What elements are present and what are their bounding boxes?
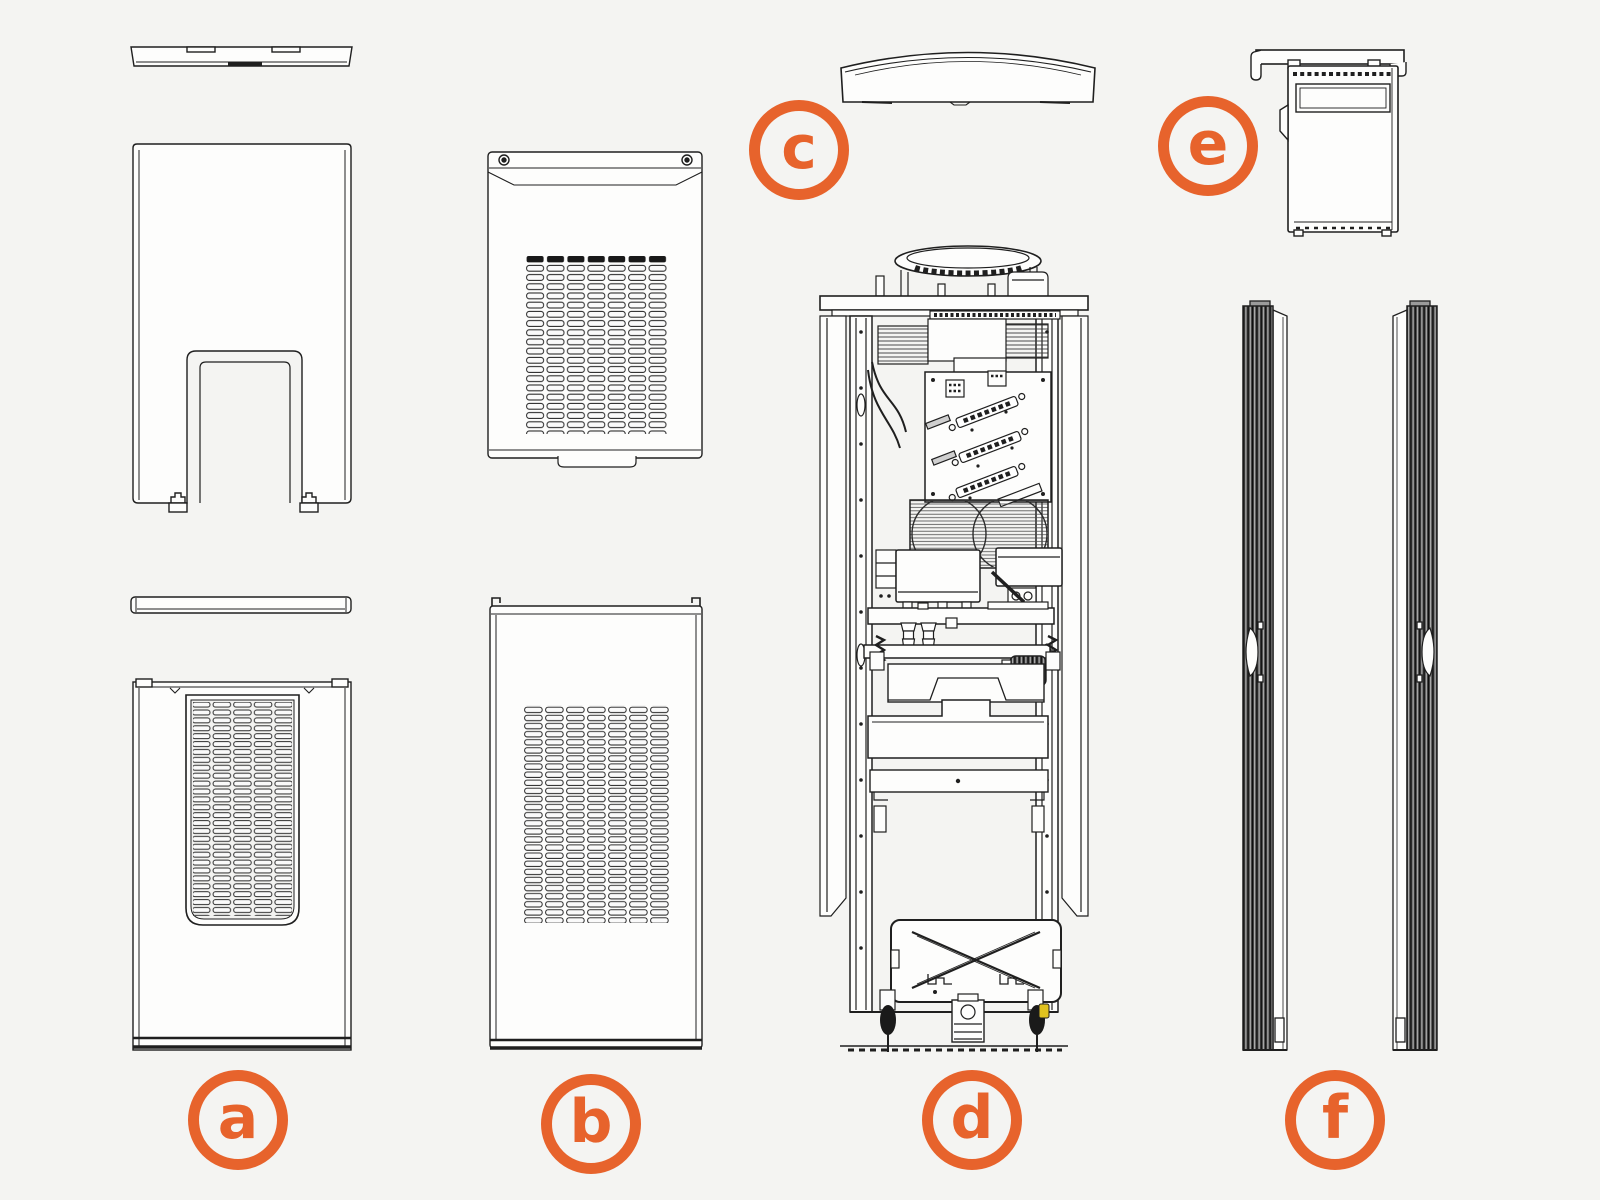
part-label-a: a	[188, 1070, 288, 1170]
part-label-c-text: c	[781, 113, 817, 183]
part-label-d-text: d	[950, 1083, 994, 1153]
part-f-left-side-rail	[1242, 300, 1288, 1051]
part-label-b: b	[541, 1074, 641, 1174]
part-a-top-trim-strip	[130, 46, 353, 67]
part-d-internal-chassis	[819, 245, 1089, 1052]
part-label-b-text: b	[569, 1087, 613, 1157]
chassis-frame	[819, 315, 1089, 1013]
part-e-bracket-box	[1250, 49, 1407, 237]
part-label-f: f	[1285, 1070, 1385, 1170]
part-label-e: e	[1158, 96, 1258, 196]
chassis-feet	[840, 989, 1068, 1052]
part-a-front-panel-notched	[132, 143, 352, 513]
chassis-lower-band	[869, 769, 1049, 833]
part-b-upper-rear-panel	[487, 151, 703, 468]
part-label-d: d	[922, 1070, 1022, 1170]
chassis-top-fan	[875, 245, 1049, 297]
part-label-c: c	[749, 100, 849, 200]
part-b-lower-rear-panel	[489, 597, 703, 1050]
part-f-right-side-rail	[1392, 300, 1438, 1051]
part-a-lower-trim-strip	[130, 596, 352, 614]
part-label-a-text: a	[217, 1083, 259, 1153]
chassis-center-plate	[867, 651, 1061, 759]
part-label-e-text: e	[1187, 109, 1229, 179]
chassis-control-board	[867, 361, 1052, 508]
part-a-vented-panel	[132, 678, 352, 1051]
part-c-top-cap	[840, 51, 1096, 106]
part-label-f-text: f	[1321, 1083, 1349, 1153]
chassis-heater-unit	[877, 310, 1061, 379]
chassis-x-brace-plate	[890, 919, 1062, 1003]
